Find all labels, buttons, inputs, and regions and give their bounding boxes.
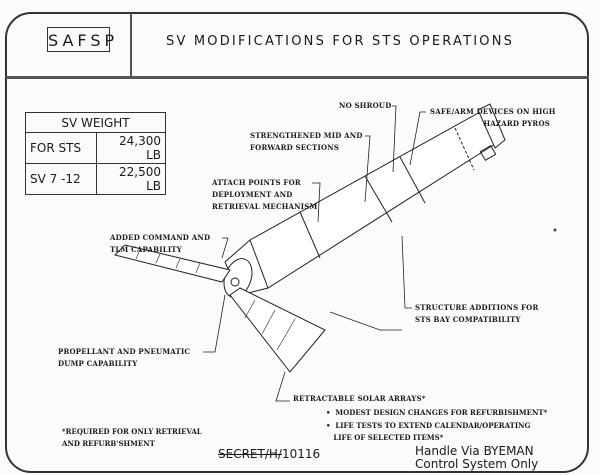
body-ring [454, 127, 475, 171]
callout-line: PROPELLANT AND PNEUMATIC [58, 347, 191, 356]
callout-propellant-dump: PROPELLANT AND PNEUMATIC DUMP CAPABILITY [58, 346, 190, 370]
callout-line: ADDED COMMAND AND [110, 233, 211, 242]
control-number: 10116 [281, 447, 321, 461]
page-frame [5, 12, 589, 473]
footnote-line: AND REFURB'SHMENT [62, 439, 155, 448]
row-label: FOR STS [25, 132, 97, 164]
footnote: *REQUIRED FOR ONLY RETRIEVAL AND REFURB'… [62, 426, 202, 450]
callout-line: STS BAY COMPATIBILITY [415, 315, 521, 324]
handling-line: Handle Via BYEMAN [415, 444, 534, 458]
solar-array-upper [114, 244, 231, 283]
callout-line: SAFE/ARM DEVICES ON HIGH [430, 107, 556, 116]
scan-speck [553, 228, 557, 232]
row-value: 22,500 LB [96, 163, 166, 195]
bullet-item: • MODEST DESIGN CHANGES FOR REFURBISHMEN… [326, 408, 548, 417]
table-title: SV WEIGHT [25, 112, 166, 133]
callout-strengthened: STRENGTHENED MID AND FORWARD SECTIONS [250, 130, 363, 154]
handling-line: Control System Only [415, 457, 539, 471]
aft-nozzle [230, 277, 240, 287]
handling-caveat: Handle Via BYEMAN Control System Only [415, 445, 538, 471]
bullet-text: LIFE OF SELECTED ITEMS* [333, 433, 444, 442]
footnote-line: *REQUIRED FOR ONLY RETRIEVAL [62, 427, 202, 436]
callout-structure-additions: STRUCTURE ADDITIONS FOR STS BAY COMPATIB… [415, 302, 538, 326]
body-ring [399, 156, 426, 204]
body-ring [299, 211, 321, 259]
struck-classification: SECRET/H/ [218, 447, 282, 461]
forward-end [477, 103, 506, 149]
callout-leaders [203, 105, 426, 402]
callout-line: DUMP CAPABILITY [58, 359, 138, 368]
callout-safe-arm: SAFE/ARM DEVICES ON HIGH HAZARD PYROS [430, 106, 556, 130]
body-ring [364, 175, 393, 223]
header-divider [6, 76, 589, 79]
callout-line: ATTACH POINTS FOR [212, 178, 301, 187]
row-label: SV 7 -12 [25, 163, 97, 195]
forward-fitting [479, 144, 497, 162]
callout-line: HAZARD PYROS [483, 119, 550, 128]
callout-line: RETRIEVAL MECHANISM [212, 202, 318, 211]
callout-no-shroud: NO SHROUD [339, 101, 392, 110]
solar-cell-lines [135, 249, 296, 351]
solar-array-lower [229, 287, 326, 373]
callout-line: STRENGTHENED MID AND [250, 131, 363, 140]
bullet-text: LIFE TESTS TO EXTEND CALENDAR/OPERATING [335, 421, 531, 430]
body-ring [249, 239, 269, 289]
callout-line: STRUCTURE ADDITIONS FOR [415, 303, 539, 312]
classification-marking: SECRET/H/10116 [218, 447, 320, 461]
bullet-text: MODEST DESIGN CHANGES FOR REFURBISHMENT* [335, 408, 548, 417]
callout-solar-arrays: RETRACTABLE SOLAR ARRAYS* [293, 394, 426, 403]
callout-line: TLM CAPABILITY [110, 245, 182, 254]
bullet-item: • LIFE TESTS TO EXTEND CALENDAR/OPERATIN… [326, 421, 531, 442]
callout-line: DEPLOYMENT AND [212, 190, 293, 199]
callout-line: FORWARD SECTIONS [250, 143, 340, 152]
callout-attach-points: ATTACH POINTS FOR DEPLOYMENT AND RETRIEV… [212, 177, 317, 213]
header-logo-divider [130, 13, 132, 77]
callout-command-tlm: ADDED COMMAND AND TLM CAPABILITY [110, 232, 210, 256]
safsp-logo: SAFSP [47, 27, 114, 52]
page-title: SV MODIFICATIONS FOR STS OPERATIONS [166, 34, 515, 49]
